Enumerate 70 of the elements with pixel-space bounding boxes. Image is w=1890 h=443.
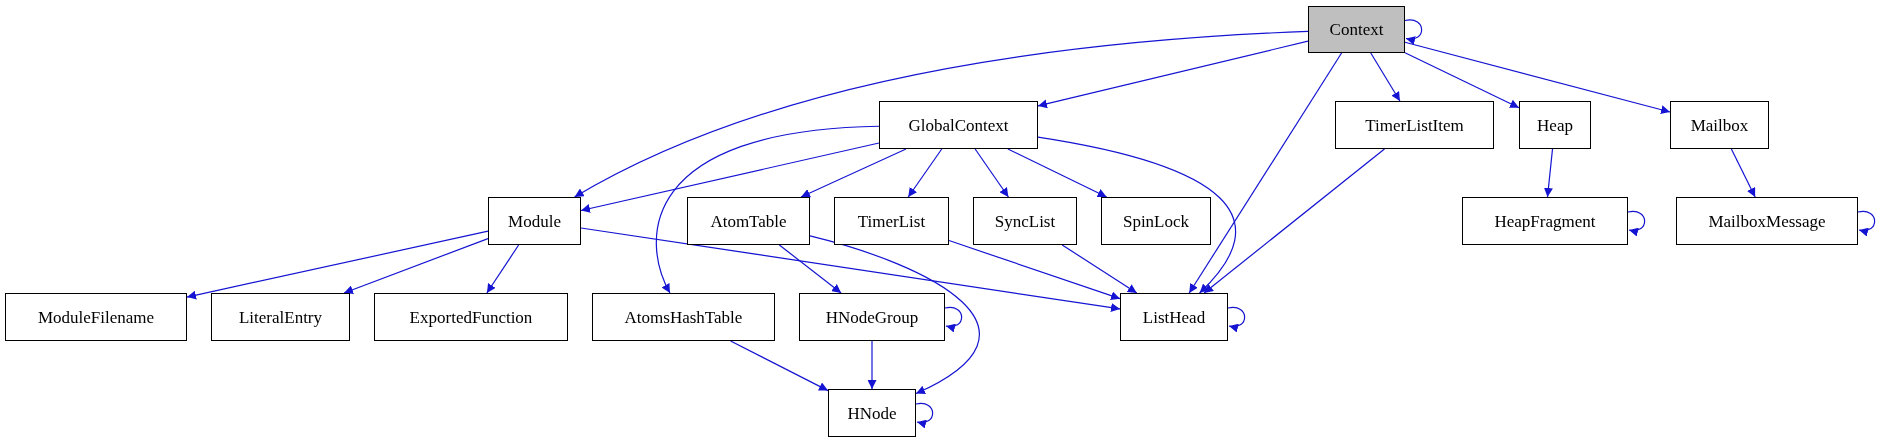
class-name: AtomsHashTable <box>624 308 743 326</box>
class-name: SyncList <box>994 212 1056 230</box>
class-box <box>211 293 350 341</box>
class-box <box>488 197 581 245</box>
arrow <box>1370 52 1401 102</box>
arrow <box>580 142 880 213</box>
arrow <box>1543 148 1554 198</box>
arrow <box>1188 52 1343 294</box>
arrow <box>580 227 1121 312</box>
class-box <box>879 101 1038 149</box>
arrow <box>1730 148 1756 198</box>
class-box <box>1519 101 1591 149</box>
class-name: TimerList <box>857 212 926 230</box>
class-name: GlobalContext <box>908 116 1009 134</box>
arrow <box>974 148 1009 198</box>
class-name: ModuleFilename <box>37 308 155 326</box>
arrow <box>1037 136 1236 294</box>
arrow <box>1404 41 1671 115</box>
arrow <box>486 244 520 294</box>
arrow <box>800 148 907 198</box>
arrow <box>1203 148 1386 294</box>
arrow <box>186 230 489 300</box>
class-box <box>1101 197 1211 245</box>
class-name: AtomTable <box>710 212 787 230</box>
class-name: MailboxMessage <box>1708 212 1826 230</box>
class-box <box>1676 197 1858 245</box>
class-box <box>687 197 810 245</box>
class-box <box>592 293 775 341</box>
arrow <box>1037 40 1309 109</box>
class-box <box>973 197 1077 245</box>
class-name: TimerListItem <box>1365 116 1464 134</box>
arrow <box>343 237 489 295</box>
self-loop-arrow <box>1627 210 1646 236</box>
arrow <box>809 235 980 395</box>
class-name: LiteralEntry <box>238 308 323 326</box>
class-name: HNode <box>847 404 897 422</box>
class-name: Heap <box>1537 116 1573 134</box>
class-box <box>828 389 916 437</box>
class-box <box>374 293 568 341</box>
self-loop-arrow <box>1404 19 1423 45</box>
arrow <box>948 239 1121 300</box>
arrow <box>1404 52 1520 109</box>
class-box <box>799 293 945 341</box>
self-loop-arrow <box>944 306 963 332</box>
self-loop-arrow <box>1227 306 1246 332</box>
class-box <box>1670 101 1769 149</box>
class-name: Context <box>1329 21 1384 38</box>
self-loop-arrow <box>1857 210 1876 236</box>
arrow <box>1007 148 1108 198</box>
class-name: ListHead <box>1142 308 1206 326</box>
class-name: Module <box>508 212 561 230</box>
class-box <box>1308 6 1405 53</box>
class-box <box>5 293 187 341</box>
arrow <box>778 244 842 294</box>
arrow <box>573 30 1309 198</box>
class-name: ExportedFunction <box>409 308 533 326</box>
self-loop-arrow <box>915 402 934 428</box>
arrow <box>655 125 880 294</box>
arrow <box>867 340 877 390</box>
class-box <box>1120 293 1228 341</box>
class-name: SpinLock <box>1122 212 1190 230</box>
arrow <box>1061 244 1138 294</box>
class-box <box>1462 197 1628 245</box>
class-name: HeapFragment <box>1494 212 1596 230</box>
class-name: HNodeGroup <box>825 308 919 326</box>
arrow <box>907 148 943 198</box>
arrow <box>730 340 829 392</box>
class-box <box>834 197 949 245</box>
class-name: Mailbox <box>1690 116 1749 134</box>
class-box <box>1335 101 1494 149</box>
